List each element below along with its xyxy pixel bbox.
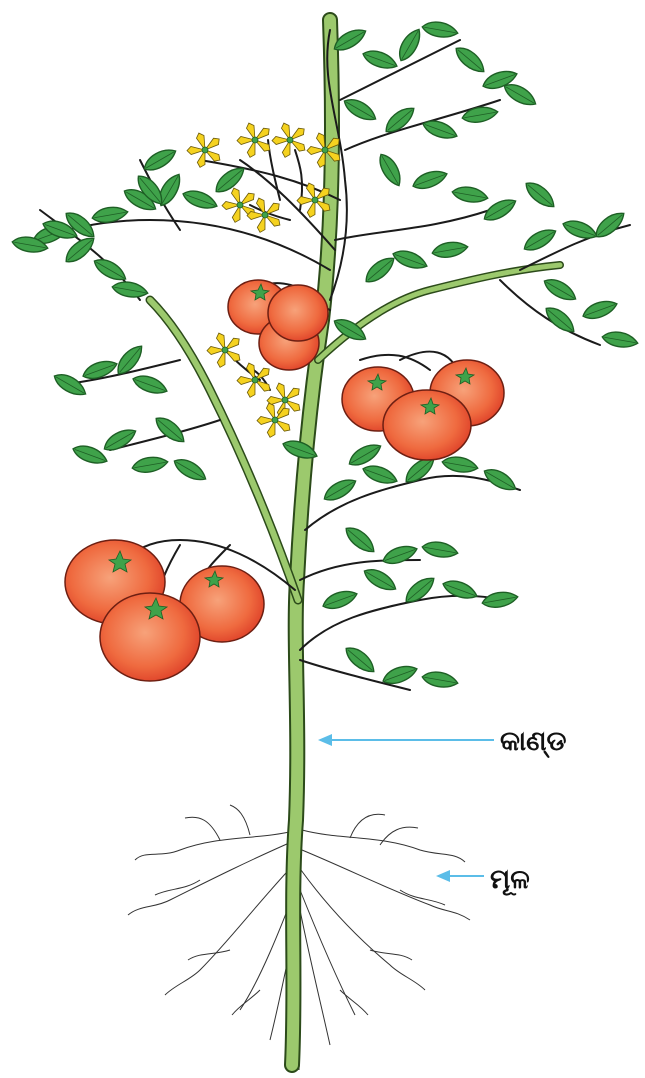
flower [207, 332, 242, 369]
leaf [401, 573, 438, 607]
stem-arrow-head [318, 734, 332, 746]
leaf [441, 577, 480, 603]
leaf [441, 454, 479, 474]
tomatoes [65, 280, 504, 681]
leaf [411, 167, 450, 193]
leaf [111, 279, 149, 299]
leaf [421, 117, 460, 143]
leaf [131, 454, 169, 474]
leaf [346, 440, 384, 470]
leaf [521, 225, 559, 255]
tomato [383, 390, 471, 460]
leaf [131, 372, 170, 398]
leaf [601, 329, 639, 349]
flower [272, 122, 307, 159]
tomato-cluster-right [342, 360, 504, 460]
leaf [451, 184, 489, 204]
leaf [421, 539, 459, 559]
leaf [541, 275, 579, 305]
leaf [211, 163, 248, 197]
root-arrow-head [436, 870, 450, 882]
leaf [171, 455, 209, 485]
leaf [561, 217, 600, 243]
leaf [342, 643, 379, 677]
leaf [591, 208, 628, 242]
root-label: ମୂଳ [490, 864, 530, 896]
leaf [361, 47, 400, 73]
leaf [101, 425, 139, 455]
leaf [421, 669, 459, 689]
flower [237, 122, 272, 159]
leaf [71, 442, 110, 468]
stem-annotation: କାଣ୍ଡ [318, 726, 567, 758]
leaf [181, 187, 220, 213]
tomato-cluster-top [228, 280, 328, 370]
leaf [381, 103, 418, 137]
leaf [461, 104, 499, 124]
leaf [342, 523, 379, 557]
leaf [361, 253, 398, 287]
leaf [581, 297, 620, 323]
leaf [391, 247, 430, 273]
leaf [452, 43, 489, 77]
leaf [395, 26, 425, 64]
leaf [481, 589, 519, 609]
tomato-cluster-left [65, 540, 264, 681]
leaf [361, 462, 400, 488]
leaf [141, 145, 179, 175]
leaf [522, 178, 559, 212]
flower [257, 402, 292, 439]
flower [247, 197, 282, 234]
leaf [431, 239, 469, 259]
tomato [268, 285, 328, 341]
root-annotation: ମୂଳ [436, 864, 530, 896]
leaf [381, 542, 420, 568]
stem-label: କାଣ୍ଡ [500, 726, 567, 758]
leaf [375, 151, 405, 189]
leaf [321, 587, 360, 613]
leaf [152, 413, 189, 447]
leaf [361, 565, 399, 595]
leaf [341, 95, 379, 125]
leaf [421, 19, 459, 39]
